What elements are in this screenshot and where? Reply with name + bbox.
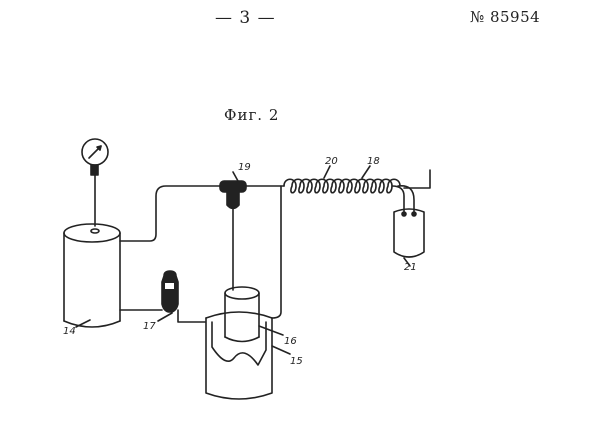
vessel-14 [63,223,121,328]
label-16: 16 [284,336,297,347]
label-14: 14 [63,326,76,337]
coil-20-18 [283,178,401,194]
insert-16 [224,286,260,343]
upper-pipe [119,185,223,242]
lower-pipe-right [177,309,206,323]
vessel-15 [205,311,273,400]
t-junction-19 [219,180,247,291]
label-17: 17 [143,321,156,332]
valve-17 [161,270,179,313]
patent-number: № 85954 [470,8,541,26]
label-21: 21 [404,262,417,273]
figure-title: Фиг. 2 [224,106,280,124]
page-number: — 3 — [215,8,276,28]
label-15: 15 [290,356,303,367]
label-20: 20 [325,156,338,167]
label-18: 18 [367,156,380,167]
label-19: 19 [238,162,251,173]
instrument-21 [393,208,425,258]
pressure-gauge [81,138,109,227]
